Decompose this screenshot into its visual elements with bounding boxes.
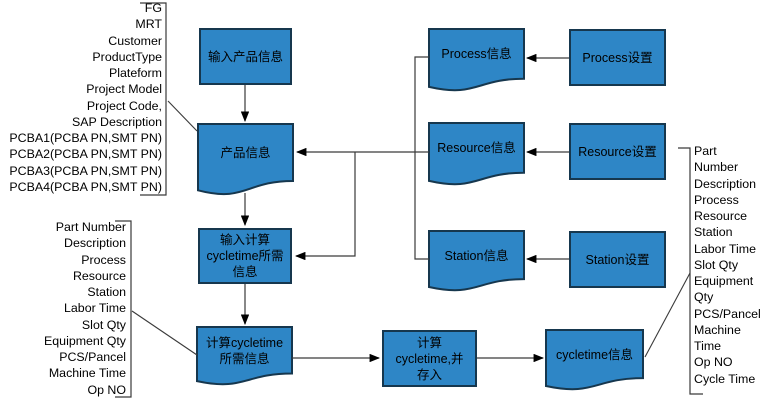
node-cycletime-required-info: 计算cycletime 所需信息 [197, 327, 292, 385]
list-item: Plateform [108, 66, 162, 80]
list-item: PCS/Pancel [694, 306, 761, 321]
list-item: Machine [694, 322, 741, 337]
node-label: cycletime信息 [555, 347, 634, 362]
list-item: Station [694, 225, 733, 240]
node-label: 计算cycletime 所需信息 [205, 335, 284, 366]
line-info-trunk [414, 56, 429, 260]
node-resource-info: Resource信息 [429, 123, 524, 185]
document-shape [429, 29, 524, 91]
node-input-cycletime-info: 输入计算 cycletime所需 信息 [198, 228, 292, 284]
product-attributes-list: FG MRT Customer ProductType Plateform Pr… [0, 0, 162, 195]
list-item: Labor Time [694, 241, 756, 256]
list-item: PCBA1(PCBA PN,SMT PN) [9, 131, 162, 145]
node-station-info: Station信息 [429, 231, 524, 291]
node-cycletime-info: cycletime信息 [546, 330, 643, 390]
arrow-info-trunk-to-input-cycletime [294, 152, 356, 261]
node-label: 输入计算 cycletime所需 信息 [206, 233, 284, 279]
list-item: Equipment Qty [44, 333, 126, 348]
node-product-info: 产品信息 [198, 124, 293, 195]
list-item: Machine Time [48, 366, 126, 381]
list-item: Labor Time [64, 301, 126, 316]
document-shape [197, 327, 292, 385]
list-item: Station [87, 285, 126, 299]
list-item: PCS/Pancel [59, 350, 126, 364]
node-station-setup: Station设置 [569, 231, 666, 288]
document-shape [429, 231, 524, 291]
node-process-setup: Process设置 [569, 29, 666, 86]
document-shape [429, 123, 524, 185]
list-item: Description [64, 236, 126, 251]
list-item: Process [694, 192, 739, 207]
list-item: Number [694, 160, 739, 175]
list-item: Part [694, 144, 717, 158]
list-item: Project Model [86, 82, 162, 97]
node-process-info: Process信息 [429, 29, 524, 91]
list-item: Slot Qty [81, 317, 126, 332]
document-shape [198, 124, 293, 195]
list-item: Customer [108, 33, 162, 48]
document-shape [546, 330, 643, 390]
node-resource-setup: Resource设置 [569, 123, 666, 180]
leader-cycletime-input-fields [131, 310, 198, 356]
node-calc-cycletime-store: 计算 cycletime,并 存入 [382, 330, 477, 387]
list-item: Op NO [87, 382, 126, 397]
leader-product-attributes [167, 100, 198, 132]
node-input-product-info: 输入产品信息 [199, 28, 292, 85]
list-item: Equipment [694, 274, 754, 288]
list-item: PCBA4(PCBA PN,SMT PN) [9, 179, 162, 194]
node-label: Resource信息 [437, 141, 516, 156]
cycletime-output-fields-list: Part Number Description Process Resource… [694, 143, 766, 387]
list-item: Op NO [694, 355, 733, 370]
list-item: Qty [694, 290, 714, 305]
node-label: Process信息 [441, 47, 512, 62]
list-item: Cycle Time [694, 371, 756, 386]
list-item: PCBA2(PCBA PN,SMT PN) [9, 147, 162, 162]
list-item: Process [81, 252, 126, 267]
node-label: Station设置 [585, 252, 650, 267]
list-item: Project Code, [86, 98, 162, 113]
node-label: Station信息 [444, 248, 509, 263]
node-label: 计算 cycletime,并 存入 [395, 335, 464, 382]
list-item: Resource [72, 268, 126, 283]
node-label: Process设置 [582, 50, 653, 65]
node-label: Resource设置 [578, 144, 657, 159]
node-label: 产品信息 [220, 146, 271, 161]
list-item: Slot Qty [694, 257, 739, 272]
list-item: PCBA3(PCBA PN,SMT PN) [9, 163, 162, 178]
list-item: Part Number [55, 220, 126, 234]
list-item: Time [694, 339, 722, 353]
list-item: MRT [135, 17, 162, 32]
list-item: FG [144, 1, 162, 15]
node-label: 输入产品信息 [207, 49, 283, 64]
list-item: SAP Description [72, 114, 162, 129]
cycletime-input-fields-list: Part Number Description Process Resource… [0, 219, 126, 398]
list-item: ProductType [92, 49, 162, 64]
list-item: Description [694, 176, 756, 191]
list-item: Resource [694, 209, 748, 223]
